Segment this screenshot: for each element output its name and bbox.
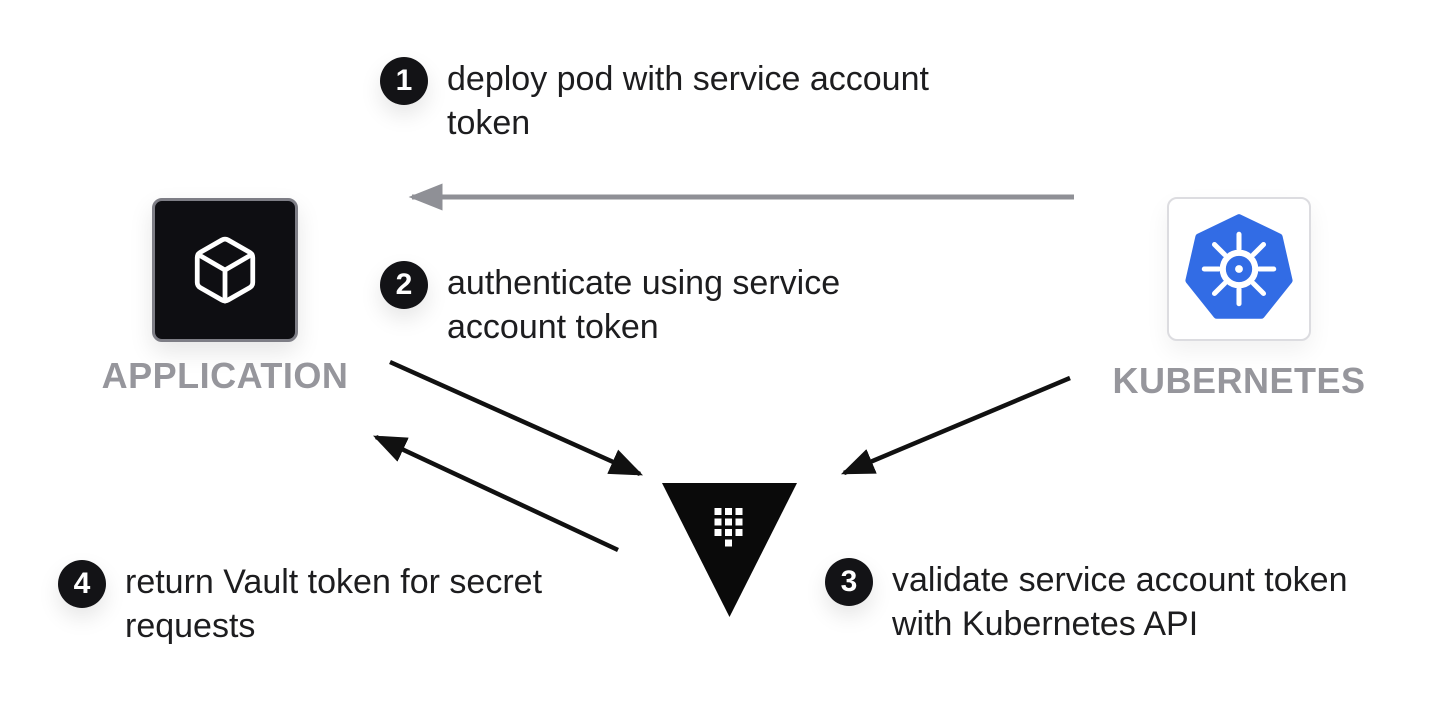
step-2-authenticate: 2 authenticate using service account tok… — [380, 261, 917, 349]
arrow-return-token — [372, 434, 619, 553]
kubernetes-label: KUBERNETES — [1112, 360, 1366, 401]
kubernetes-node — [1167, 197, 1311, 341]
step-4-return-token: 4 return Vault token for secret requests — [58, 560, 645, 648]
application-node — [152, 198, 298, 342]
step-3-text: validate service account token with Kube… — [892, 561, 1348, 643]
step-4-text: return Vault token for secret requests — [125, 563, 543, 645]
step-2-text: authenticate using service account token — [447, 264, 841, 346]
step-3-validate: 3 validate service account token with Ku… — [825, 558, 1367, 646]
step-1-badge: 1 — [380, 57, 428, 105]
kubernetes-helm-icon — [1185, 214, 1293, 319]
step-3-badge: 3 — [825, 558, 873, 606]
step-1-deploy-pod: 1 deploy pod with service account token — [380, 57, 1017, 145]
step-4-badge: 4 — [58, 560, 106, 608]
step-1-text: deploy pod with service account token — [447, 60, 929, 142]
arrow-authenticate — [389, 359, 644, 477]
arrow-validate — [840, 375, 1071, 476]
cube-icon — [194, 236, 256, 304]
application-label: APPLICATION — [101, 355, 349, 396]
vault-logo-icon — [662, 483, 797, 617]
step-2-badge: 2 — [380, 261, 428, 309]
